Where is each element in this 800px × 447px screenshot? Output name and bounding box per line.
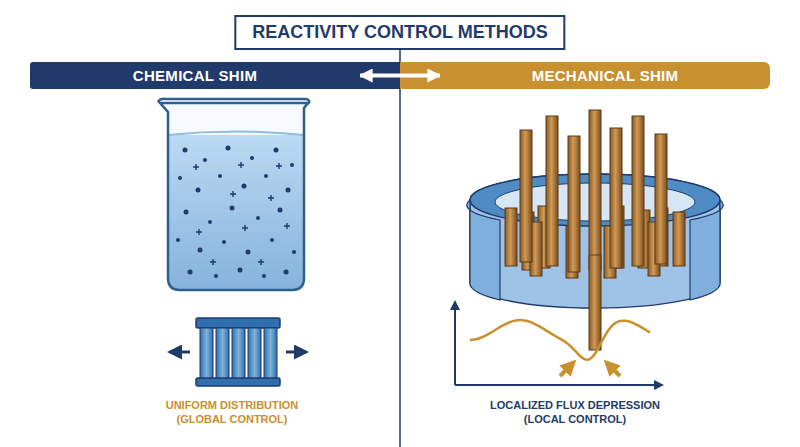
flux-graph-part bbox=[455, 384, 662, 386]
solute-crosses-part bbox=[210, 259, 216, 265]
fuel-assembly-part bbox=[264, 328, 277, 380]
short-rods-part bbox=[505, 208, 517, 266]
fuel-assembly-part bbox=[170, 351, 190, 354]
solute-crosses-part bbox=[276, 163, 282, 169]
fuel-assembly-part bbox=[286, 351, 306, 354]
solute-dots-part bbox=[274, 148, 279, 153]
banner-heading: CHEMICAL SHIM bbox=[133, 67, 257, 84]
tall-rods-part bbox=[520, 130, 532, 262]
beaker-illustration-part bbox=[160, 103, 308, 290]
solute-crosses-part bbox=[242, 225, 248, 231]
tall-rods-part bbox=[589, 110, 601, 270]
solute-crosses-part bbox=[193, 164, 199, 170]
solute-crosses bbox=[193, 162, 290, 265]
fuel-assembly-part bbox=[248, 328, 261, 380]
method-banner: CHEMICAL SHIM bbox=[30, 62, 360, 89]
solute-dots-part bbox=[178, 176, 182, 180]
tall-rods-part bbox=[610, 128, 622, 268]
tall-rods-part bbox=[546, 116, 558, 266]
flux-curve bbox=[470, 320, 650, 360]
solute-crosses-part bbox=[284, 223, 290, 229]
flux-graph-part bbox=[560, 362, 574, 376]
solute-dots-part bbox=[188, 270, 193, 275]
fuel-assembly-part bbox=[216, 328, 229, 380]
fuel-assembly-part bbox=[232, 328, 245, 380]
solute-crosses-part bbox=[230, 191, 236, 197]
banner-heading: MECHANICAL SHIM bbox=[532, 67, 679, 84]
solute-dots-part bbox=[286, 188, 291, 193]
fuel-assembly-part bbox=[196, 318, 280, 328]
beaker-illustration bbox=[158, 99, 309, 290]
divider-line bbox=[399, 49, 401, 447]
solute-dots-part bbox=[278, 208, 283, 213]
solute-dots-part bbox=[208, 220, 212, 224]
solute-dots-part bbox=[226, 146, 231, 151]
caption-label: UNIFORM DISTRIBUTION (GLOBAL CONTROL) bbox=[142, 398, 322, 427]
solute-dots-part bbox=[184, 210, 189, 215]
solute-dots-part bbox=[256, 216, 260, 220]
tall-rods bbox=[520, 110, 667, 272]
method-banner: MECHANICAL SHIM bbox=[440, 62, 770, 89]
solute-crosses-part bbox=[238, 162, 244, 168]
solute-crosses-part bbox=[268, 195, 274, 201]
banner-joint bbox=[359, 62, 441, 89]
solute-dots-part bbox=[290, 163, 294, 167]
solute-dots-part bbox=[246, 250, 251, 255]
caption-label: LOCALIZED FLUX DEPRESSION (LOCAL CONTROL… bbox=[478, 398, 672, 427]
solute-crosses-part bbox=[196, 229, 202, 235]
inserted-rod bbox=[589, 255, 601, 350]
solute-dots-part bbox=[196, 188, 201, 193]
solute-dots-part bbox=[270, 238, 274, 242]
solute-dots-part bbox=[222, 240, 226, 244]
diagram-title: REACTIVITY CONTROL METHODS bbox=[234, 15, 565, 50]
flux-graph bbox=[455, 302, 662, 385]
fuel-assembly-part bbox=[196, 378, 280, 386]
solute-dots-part bbox=[203, 158, 207, 162]
tall-rods-part bbox=[568, 136, 580, 272]
solute-dots-part bbox=[230, 206, 235, 211]
solute-dots-part bbox=[264, 174, 268, 178]
solute-dots-part bbox=[284, 270, 289, 275]
fuel-assembly bbox=[170, 318, 306, 386]
double-arrow bbox=[360, 74, 440, 78]
solute-dots-part bbox=[214, 274, 218, 278]
solute-dots-part bbox=[250, 156, 254, 160]
solute-crosses-part bbox=[258, 259, 264, 265]
solute-dots-part bbox=[183, 148, 188, 153]
solute-dots-part bbox=[242, 184, 247, 189]
flux-graph-part bbox=[606, 362, 620, 376]
reactor-core bbox=[467, 110, 724, 350]
flux-graph-part bbox=[454, 302, 456, 385]
short-rods-part bbox=[673, 212, 685, 266]
fuel-assembly-part bbox=[200, 328, 213, 380]
solute-dots-part bbox=[262, 274, 266, 278]
tall-rods-part bbox=[632, 116, 644, 266]
beaker-illustration-part bbox=[158, 99, 309, 104]
reactor-core-part bbox=[690, 200, 723, 300]
tall-rods-part bbox=[655, 134, 667, 264]
solute-dots-part bbox=[218, 174, 222, 178]
reactor-core-part bbox=[467, 200, 500, 300]
solute-dots-part bbox=[198, 248, 203, 253]
solute-dots bbox=[176, 146, 296, 279]
solute-dots-part bbox=[176, 238, 180, 242]
solute-dots-part bbox=[238, 268, 243, 273]
solute-dots-part bbox=[292, 250, 296, 254]
